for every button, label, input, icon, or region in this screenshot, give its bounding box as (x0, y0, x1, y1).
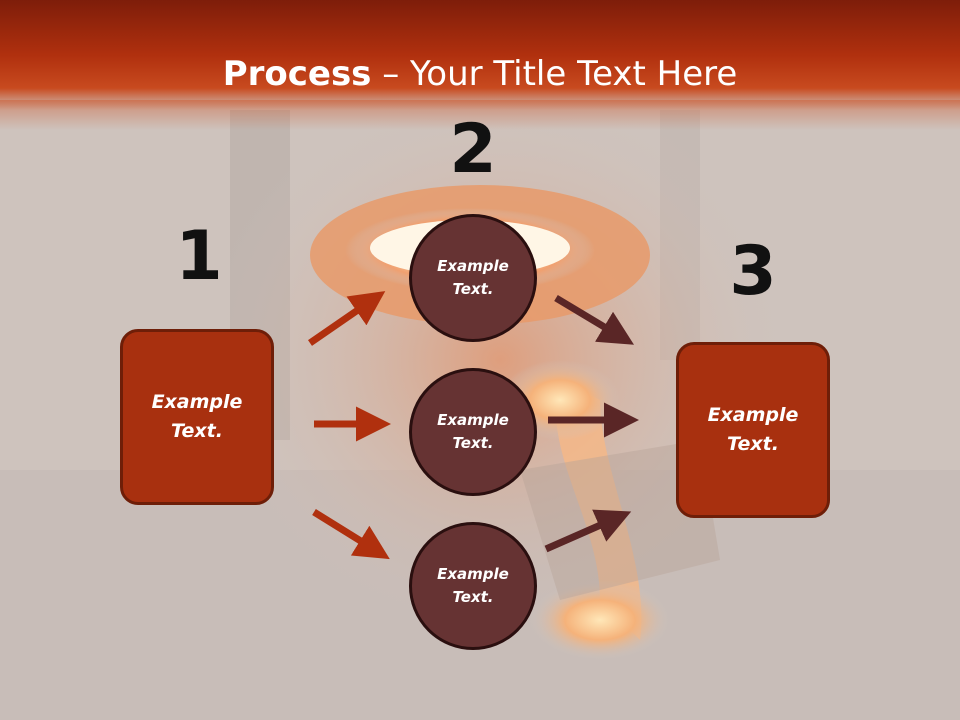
step-number-2: 2 (449, 110, 497, 189)
circle-top-label: Example Text. (437, 257, 509, 298)
circle-middle: Example Text. (409, 368, 537, 496)
slide-title: Process – Your Title Text Here (0, 52, 960, 96)
right-process-box: Example Text. (676, 342, 830, 518)
left-process-box-label: Example Text. (151, 391, 243, 442)
arrow-to-bottom-circle (312, 509, 390, 560)
step-number-3: 3 (729, 232, 777, 311)
arrow-to-top-circle (308, 291, 386, 346)
header-band (0, 0, 960, 110)
circle-top: Example Text. (409, 214, 537, 342)
slide-title-strong: Process (222, 54, 372, 94)
circle-middle-label: Example Text. (437, 411, 509, 452)
header-fade (0, 100, 960, 130)
circle-bottom: Example Text. (409, 522, 537, 650)
left-process-box: Example Text. (120, 329, 274, 505)
arrow-from-top-circle (554, 294, 635, 345)
step-number-1: 1 (175, 217, 223, 296)
circle-bottom-label: Example Text. (437, 565, 509, 606)
right-process-box-label: Example Text. (707, 404, 799, 455)
slide-title-rest: – Your Title Text Here (371, 54, 738, 94)
arrow-from-bottom-circle (544, 509, 632, 553)
